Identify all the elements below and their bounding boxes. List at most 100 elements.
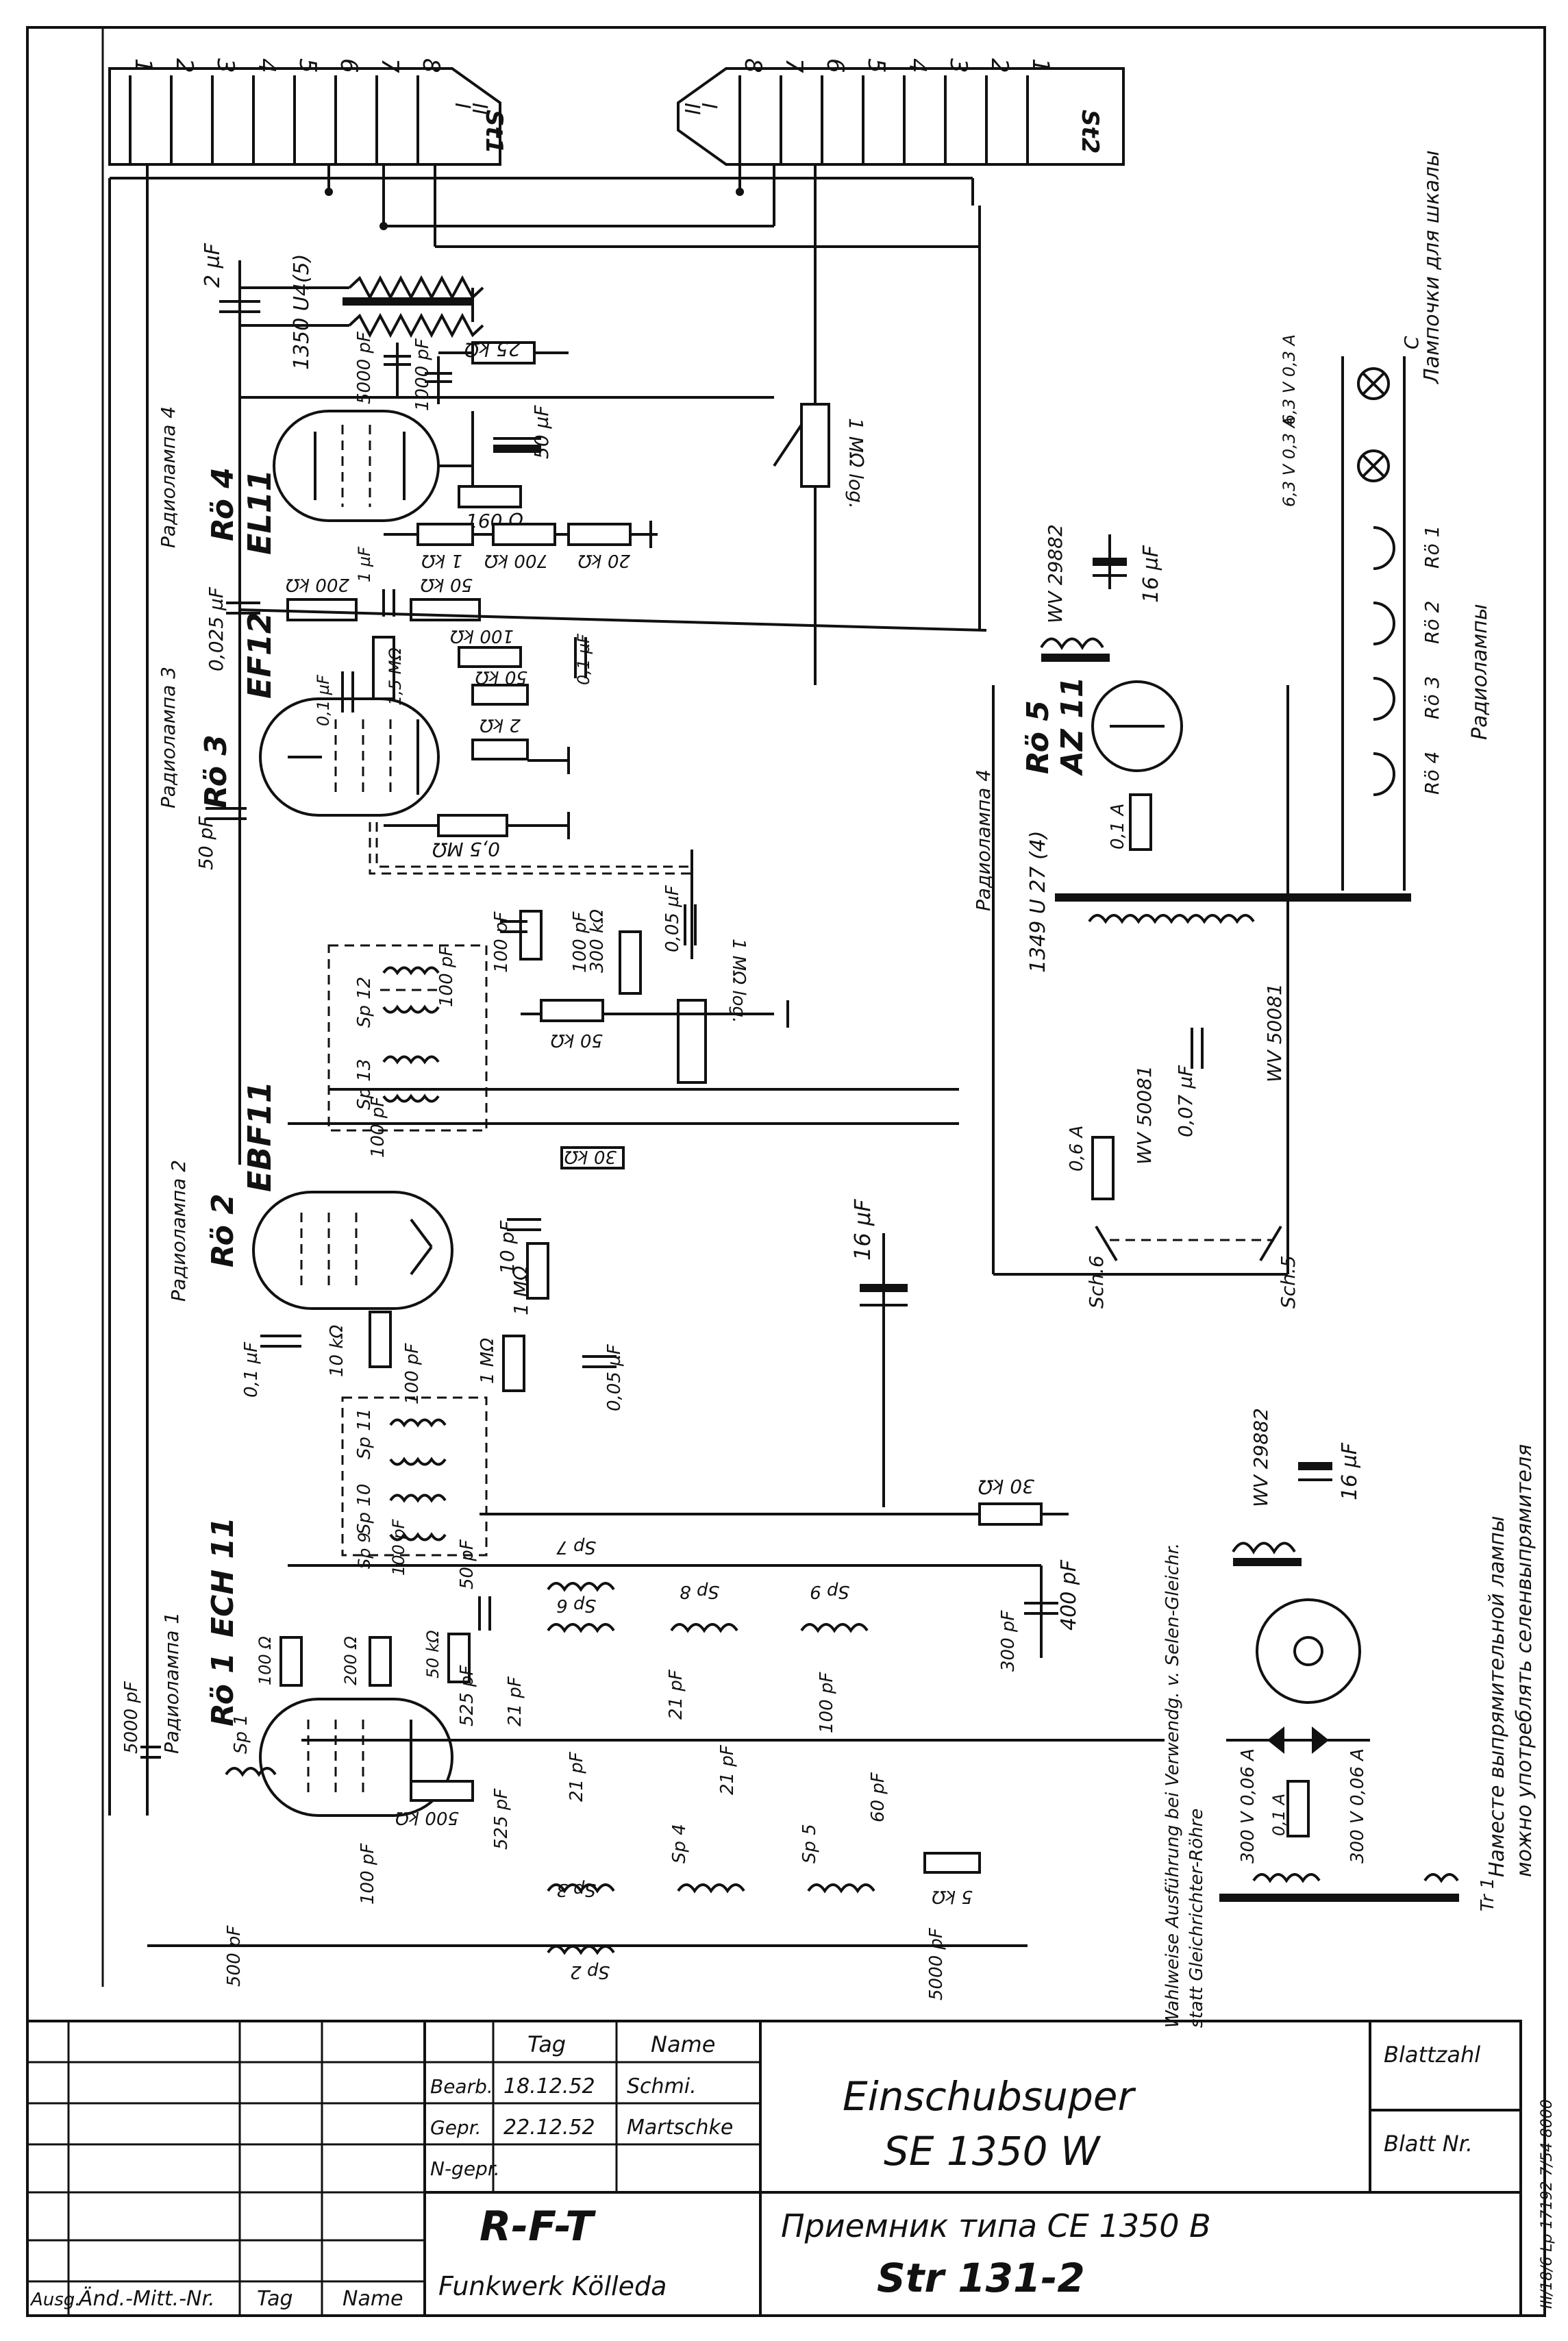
tube-ro4-role: Радиолампа 4 <box>157 406 179 548</box>
connector-st1-pin-number: 7 <box>376 58 403 73</box>
if-filter-sp12-sp13: Sp 12 100 pF Sp 13 100 pF <box>288 944 959 1158</box>
cap-50pf-label: 50 pF <box>195 816 217 870</box>
coil-sp7-label: Sp 7 <box>556 1537 596 1557</box>
res-1k-label: 1 kΩ <box>421 550 462 571</box>
cap-005uf-b-label: 0,05 µF <box>604 1343 625 1411</box>
cap-0025uf-label: 0,025 µF <box>205 586 227 671</box>
tube-ro5-type: AZ 11 <box>1055 676 1090 776</box>
cap-60pf-label: 60 pF <box>868 1772 888 1822</box>
res-500k-label: 500 kΩ <box>395 1807 459 1828</box>
title-ngepr-label: N-gepr. <box>430 2157 500 2180</box>
cap-100pf-a-label: 100 pF <box>491 911 512 973</box>
res-30k-a-label: 30 kΩ <box>564 1146 617 1167</box>
pot-1m-log-b-label: 1 MΩ log. <box>728 939 749 1023</box>
res-200-label: 200 Ω <box>341 1636 360 1685</box>
res-5k-label: 5 kΩ <box>932 1886 973 1907</box>
connector-st2-pin-number: 5 <box>862 58 890 73</box>
rev-name-label: Name <box>343 2287 403 2311</box>
tube-ro3-ref: Rö 3 <box>199 734 234 808</box>
title-col-tag: Tag <box>527 2031 566 2057</box>
selenium-a-label: 300 V 0,06 A <box>1238 1748 1258 1863</box>
connector-bus-wires <box>108 164 981 1816</box>
connector-st2-name: St2 <box>1076 110 1104 153</box>
tube-ro1-type: ECH 11 <box>206 1517 240 1637</box>
title-bearb-label: Bearb. <box>430 2075 493 2098</box>
cap-16uf-c-label: 16 µF <box>1338 1442 1362 1500</box>
coil-sp4-label: Sp 4 <box>669 1824 690 1863</box>
rf-input-stage: 5000 pF 100 pF 500 kΩ 525 pF 21 pF 21 pF… <box>121 1681 1028 2001</box>
heaters-label: Радиолампы <box>1468 604 1492 740</box>
cap-5000pf-c-label: 5000 pF <box>926 1927 947 2001</box>
cap-01uf-b-label: 0,1 µF <box>574 633 593 685</box>
selenium-note-ru-1: Наместе выпрямительной лампы <box>1485 1516 1509 1877</box>
coil-sp3-label: Sp 3 <box>556 1879 596 1900</box>
cap-100pf-h-label: 100 pF <box>358 1843 378 1905</box>
drawing-title-ru: Приемник типа CE 1350 B <box>781 2207 1211 2244</box>
title-gepr-date: 22.12.52 <box>503 2116 595 2140</box>
res-50k-b-label: 50 kΩ <box>475 667 527 687</box>
drawing-title-de-1: Einschubsuper <box>843 2073 1136 2120</box>
output-stage: 1350 U4(5) 2 µF 5000 pF 1000 pF 25 kΩ Rö… <box>157 243 867 1165</box>
choke-wv-c-label: WV 50081 <box>1263 983 1286 1082</box>
title-gepr-label: Gepr. <box>430 2116 482 2139</box>
tube-ro2-role: Радиолампа 2 <box>167 1160 190 1302</box>
coil-sp1-label: Sp 1 <box>231 1714 251 1754</box>
coil-sp13-label: Sp 13 <box>354 1059 375 1110</box>
drawing-title-de-2: SE 1350 W <box>884 2128 1102 2175</box>
mixer-oscillator-stage: 400 pF Sp 7 Sp 6 Sp 8 Sp 9 50 pF Радиола… <box>160 1517 1165 1817</box>
tube-ro3-role: Радиолампа 3 <box>157 667 179 808</box>
cap-50pf-b-label: 50 pF <box>457 1539 477 1589</box>
cap-100pf-g-label: 100 pF <box>817 1672 837 1733</box>
connector-st2-pin-number: 3 <box>945 58 972 73</box>
cap-100pf-e-label: 100 pF <box>402 1343 423 1404</box>
connector-st2-pin-number: 8 <box>739 58 767 73</box>
rev-ausg-label: Ausg. <box>29 2290 81 2310</box>
connector-st1-name: St1 <box>480 110 508 153</box>
cap-500pf-label: 500 pF <box>224 1925 245 1987</box>
selenium-note-ru-2: можно употреблять селенвыпрямителя <box>1513 1444 1536 1877</box>
connector-st1-pin-number: 1 <box>129 58 157 73</box>
res-300k-label: 300 kΩ <box>587 909 608 973</box>
title-block: Tag Name Bearb. 18.12.52 Schmi. Gepr. 22… <box>26 2020 1522 2317</box>
output-transformer-label: 1350 U4(5) <box>290 254 314 370</box>
coil-sp9-label: Sp 9 <box>355 1533 374 1569</box>
af-preamp-stage: 0,025 µF 200 kΩ 1 µF 50 kΩ 1,5 MΩ 0,1 µF… <box>157 546 987 875</box>
res-200k-label: 200 kΩ <box>286 574 349 595</box>
cap-400pf-label: 400 pF <box>1057 1559 1081 1631</box>
lamp-c-label: C <box>1400 336 1423 349</box>
cap-007uf-label: 0,07 µF <box>1174 1065 1197 1137</box>
cap-2uf-label: 2 µF <box>201 243 225 288</box>
connector-st2-group-i: I <box>697 103 721 109</box>
res-15m-label: 1,5 MΩ <box>386 647 405 706</box>
coil-sp6-label: Sp 6 <box>556 1595 596 1615</box>
connector-st1-pin-number: 6 <box>335 58 362 73</box>
res-50k-d-label: 50 kΩ <box>423 1630 443 1679</box>
choke-wv-d-label: WV 29882 <box>1249 1408 1272 1507</box>
lamp-2-rating: 6,3 V 0,3 A <box>1280 417 1299 507</box>
switch-sch6-label: Sch.6 <box>1085 1255 1108 1309</box>
connector-st1-group-i: I <box>450 103 474 109</box>
cap-1uf-label: 1 µF <box>355 546 374 582</box>
res-10k-label: 10 kΩ <box>327 1325 347 1377</box>
title-bearb-name: Schmi. <box>627 2074 697 2098</box>
volume-control: 0,05 µF 1 MΩ log. 100 pF 100 pF 300 kΩ 5… <box>491 850 789 1084</box>
selenium-rectifier-option: WV 29882 16 µF 300 V 0,06 A 300 V 0,06 A… <box>1162 1408 1536 2028</box>
rev-and-label: Änd.-Mitt.-Nr. <box>77 2286 215 2311</box>
selenium-note-de-2: statt Gleichrichter-Röhre <box>1186 1809 1207 2028</box>
tube-ro1-role: Радиолампа 1 <box>160 1612 183 1754</box>
res-2k-label: 2 kΩ <box>480 715 521 735</box>
res-20k-label: 20 kΩ <box>578 550 630 571</box>
rev-tag-label: Tag <box>257 2287 293 2311</box>
cap-100pf-b-label: 100 pF <box>570 911 590 973</box>
res-700k-label: 700 kΩ <box>484 550 548 571</box>
heater-ro3-label: Rö 3 <box>1421 676 1443 719</box>
tube-ro3-type: EF12 <box>241 612 278 699</box>
dial-lamps-label: Лампочки для шкалы <box>1420 150 1444 384</box>
tube-ro5-ref: Rö 5 <box>1021 700 1056 774</box>
coil-sp2-label: Sp 2 <box>570 1961 610 1982</box>
blattnr-label: Blatt Nr. <box>1384 2131 1473 2157</box>
side-print-note: III/18/6 Lp 17192 7/54 8000 <box>1539 2099 1556 2309</box>
